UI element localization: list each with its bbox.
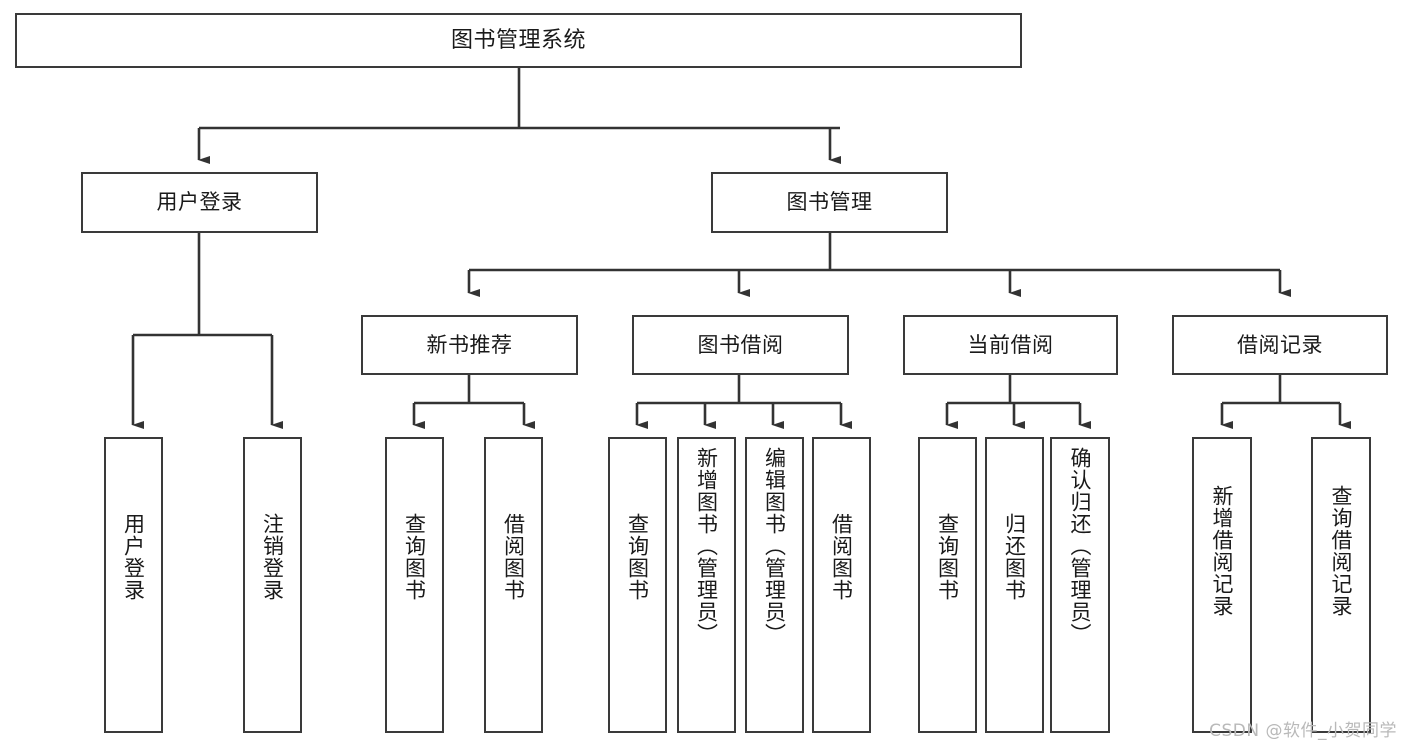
node-label: 新增借阅记录 [1210,485,1235,617]
node-label: 借阅图书 [829,513,854,601]
leaf-book-borrow-query-book[interactable]: 查询图书 [608,437,667,733]
leaf-borrow-record-query-record[interactable]: 查询借阅记录 [1311,437,1371,733]
node-label: 用户登录 [121,513,146,601]
node-label: 图书借阅 [697,332,784,357]
node-current-borrow[interactable]: 当前借阅 [903,315,1118,375]
node-new-book-recommend[interactable]: 新书推荐 [361,315,578,375]
node-label: 当前借阅 [967,332,1054,357]
node-label: 查询图书 [402,513,427,601]
watermark-text: CSDN @软件_小贺同学 [1209,721,1397,741]
leaf-current-borrow-confirm-return-admin[interactable]: 确认归还（管理员） [1050,437,1110,733]
leaf-user-login-logout[interactable]: 注销登录 [243,437,302,733]
node-label: 新增图书（管理员） [694,447,719,645]
node-user-login[interactable]: 用户登录 [81,172,318,233]
node-label: 查询图书 [625,513,650,601]
node-book-management[interactable]: 图书管理 [711,172,948,233]
node-label: 借阅记录 [1237,332,1323,357]
leaf-current-borrow-return-book[interactable]: 归还图书 [985,437,1044,733]
node-label: 查询借阅记录 [1329,485,1354,617]
leaf-borrow-record-add-record[interactable]: 新增借阅记录 [1192,437,1252,733]
node-label: 确认归还（管理员） [1068,447,1093,645]
node-label: 图书管理 [786,190,873,215]
leaf-book-borrow-edit-book-admin[interactable]: 编辑图书（管理员） [745,437,804,733]
node-root-book-management-system[interactable]: 图书管理系统 [15,13,1022,68]
node-label: 查询图书 [935,513,960,601]
leaf-book-borrow-add-book-admin[interactable]: 新增图书（管理员） [677,437,736,733]
node-label: 图书管理系统 [450,27,586,53]
leaf-new-book-query-book[interactable]: 查询图书 [385,437,444,733]
node-label: 用户登录 [156,190,243,215]
node-label: 归还图书 [1002,513,1027,601]
node-borrow-record[interactable]: 借阅记录 [1172,315,1388,375]
node-book-borrow[interactable]: 图书借阅 [632,315,849,375]
node-label: 借阅图书 [501,513,526,601]
leaf-current-borrow-query-book[interactable]: 查询图书 [918,437,977,733]
node-label: 编辑图书（管理员） [762,447,787,645]
leaf-user-login-login[interactable]: 用户登录 [104,437,163,733]
leaf-book-borrow-borrow-book[interactable]: 借阅图书 [812,437,871,733]
node-label: 注销登录 [260,513,285,601]
node-label: 新书推荐 [426,332,513,357]
leaf-new-book-borrow-book[interactable]: 借阅图书 [484,437,543,733]
